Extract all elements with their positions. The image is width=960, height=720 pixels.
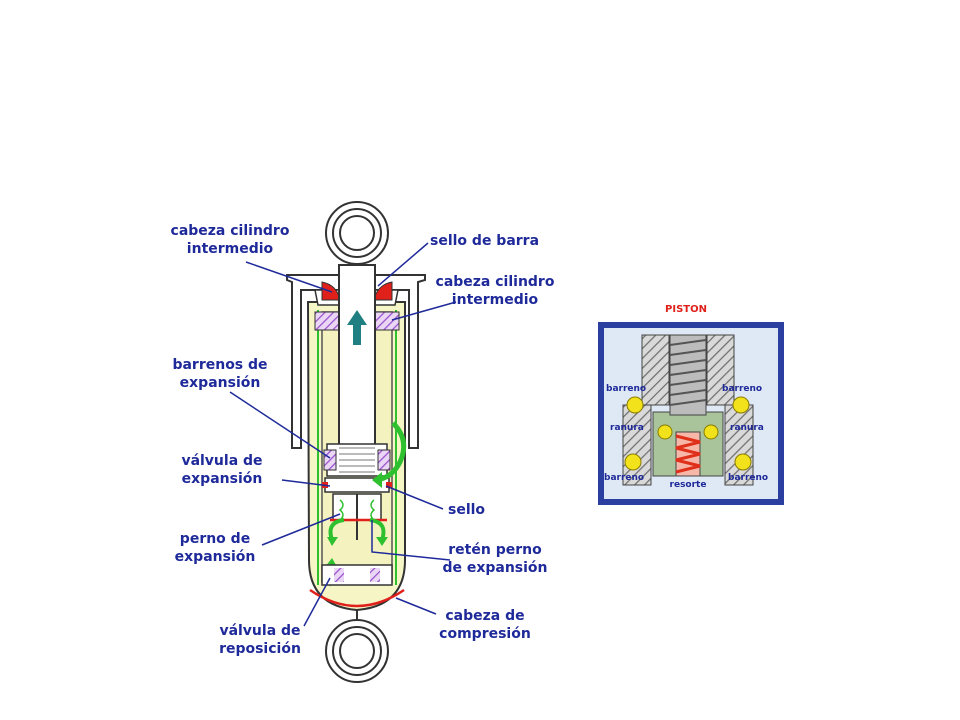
leader-replenish-valve [303,577,331,627]
label-upper-head: cabeza cilindro intermedio [170,223,290,257]
piston-label-hole-bottom-left: barreno [604,473,644,483]
upper-mount-eye [325,201,389,265]
piston-label-spring: resorte [670,480,707,490]
piston-spring [675,431,701,477]
leader-compression-head [395,597,437,615]
label-pin-retainer: retén perno de expansión [442,542,548,576]
up-arrow-icon [347,310,367,345]
leader-upper-head [245,261,333,293]
label-seal: sello [448,502,486,518]
piston-threaded-rod [669,334,707,416]
leader-rod-seal [377,242,429,287]
leader-expansion-pin [261,513,341,546]
piston-label-groove-right: ranura [730,423,764,433]
label-expansion-valve: válvula de expansión [181,453,263,487]
piston-valve-assembly [322,443,392,540]
leader-expansion-holes [229,391,331,459]
piston-inset-title: PISTON [665,304,707,315]
leader-intermediate-head [391,301,457,321]
label-replenish-valve: válvula de reposición [219,623,301,657]
dust-cover [286,274,426,449]
piston-label-hole-top-left: barreno [606,384,646,394]
label-compression-head: cabeza de compresión [439,608,531,642]
label-expansion-holes: barrenos de expansión [172,357,268,391]
shock-absorber [286,201,426,683]
piston-rod [338,264,376,446]
label-intermediate-head: cabeza cilindro intermedio [435,274,555,308]
lower-mount-eye [325,610,389,683]
piston-label-hole-bottom-right: barreno [728,473,768,483]
piston-ports [624,396,752,471]
leader-pin-retainer [371,520,451,561]
piston-label-groove-left: ranura [610,423,644,433]
label-expansion-pin: perno de expansión [174,531,256,565]
leader-expansion-valve [281,479,331,487]
label-rod-seal: sello de barra [430,233,540,249]
piston-inset: PISTON barreno bar [598,304,784,505]
leader-seal [385,485,444,510]
piston-label-hole-top-right: barreno [722,384,762,394]
leader-lines [229,242,457,627]
